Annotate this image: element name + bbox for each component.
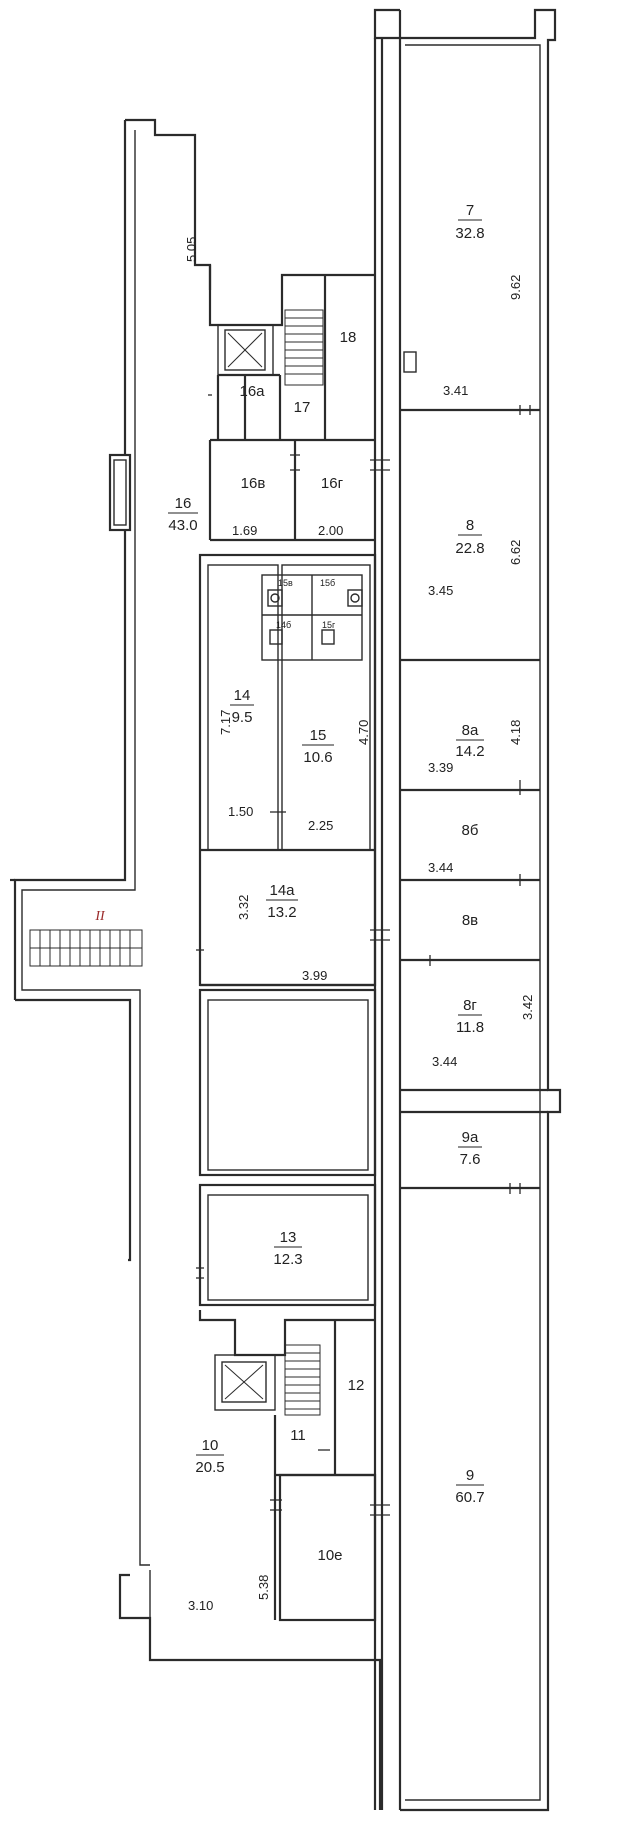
dim-1-69: 1.69 (232, 523, 257, 538)
room-14a-area: 13.2 (267, 904, 296, 921)
room-8v-number: 8в (462, 912, 478, 929)
dim-3-44-b: 3.44 (432, 1054, 457, 1069)
room-8g-area: 11.8 (456, 1019, 484, 1036)
room-15v-number: 15в (278, 578, 293, 588)
dim-5-38: 5.38 (256, 1575, 271, 1600)
elevator-shaft-lower (221, 1361, 267, 1403)
stairs-bottom (284, 1344, 321, 1416)
dim-4-18: 4.18 (508, 720, 523, 745)
stair-marker: II (94, 909, 106, 924)
room-8g-number: 8г (463, 997, 477, 1014)
room-17-number: 17 (294, 399, 311, 416)
room-14b-number: 14б (276, 620, 291, 630)
room-9a-number: 9а (462, 1129, 479, 1146)
room-15g-number: 15г (322, 620, 336, 630)
dim-9-62: 9.62 (508, 275, 523, 300)
top-core (208, 265, 417, 542)
room-18-number: 18 (340, 329, 357, 346)
room-16a-number: 16а (239, 383, 265, 400)
room-16v-number: 16в (241, 475, 266, 492)
dim-3-41: 3.41 (443, 383, 468, 398)
room-9-area: 60.7 (455, 1489, 484, 1506)
room-7-area: 32.8 (455, 225, 484, 242)
dim-3-42: 3.42 (520, 995, 535, 1020)
dim-6-62: 6.62 (508, 540, 523, 565)
dim-3-45: 3.45 (428, 583, 453, 598)
room-13-number: 13 (280, 1229, 297, 1246)
room-10-number: 10 (202, 1437, 219, 1454)
room-12-number: 12 (348, 1377, 365, 1394)
room-8a-area: 14.2 (455, 743, 484, 760)
room-8b-number: 8б (462, 822, 479, 839)
dim-3-32: 3.32 (236, 895, 251, 920)
room-8a-number: 8а (462, 722, 479, 739)
dim-3-10: 3.10 (188, 1598, 213, 1613)
dimension-labels: 5.05 9.62 3.41 6.62 3.45 1.69 2.00 4.18 … (184, 237, 535, 1613)
room-13-area: 12.3 (273, 1251, 302, 1268)
dim-4-70: 4.70 (356, 720, 371, 745)
dim-5-05: 5.05 (184, 237, 199, 262)
room-16-area: 43.0 (168, 517, 197, 534)
balcony (108, 453, 132, 532)
room-14-number: 14 (234, 687, 251, 704)
room-9a-area: 7.6 (460, 1151, 481, 1168)
room-7-number: 7 (466, 202, 474, 219)
lower-core (196, 988, 377, 1307)
room-15-number: 15 (310, 727, 327, 744)
room-8-number: 8 (466, 517, 474, 534)
dim-1-50: 1.50 (228, 804, 253, 819)
room-9-number: 9 (466, 1467, 474, 1484)
room-8-area: 22.8 (455, 540, 484, 557)
dim-3-39: 3.39 (428, 760, 453, 775)
room-10e-number: 10е (317, 1547, 342, 1564)
room-16g-number: 16г (321, 475, 344, 492)
right-partitions (400, 405, 548, 1194)
dim-2-25: 2.25 (308, 818, 333, 833)
dim-2-00: 2.00 (318, 523, 343, 538)
room-15b-number: 15б (320, 578, 335, 588)
room-14a-number: 14а (269, 882, 295, 899)
room-labels: 7 32.8 8 22.8 8а 14.2 8б 8в 8г 11.8 9а 7… (94, 202, 484, 1564)
room-16-number: 16 (175, 495, 192, 512)
stairs-top (284, 309, 324, 386)
room-11-number: 11 (290, 1427, 306, 1444)
bottom-core (198, 1310, 390, 1622)
stairs-II (29, 929, 143, 967)
dim-7-17: 7.17 (218, 710, 233, 735)
elevator-shaft (224, 329, 266, 371)
room-15-area: 10.6 (303, 749, 332, 766)
dim-3-99: 3.99 (302, 968, 327, 983)
dim-3-44-a: 3.44 (428, 860, 453, 875)
room-14-area: 9.5 (232, 709, 253, 726)
middle-core (196, 553, 390, 987)
room-10-area: 20.5 (195, 1459, 224, 1476)
